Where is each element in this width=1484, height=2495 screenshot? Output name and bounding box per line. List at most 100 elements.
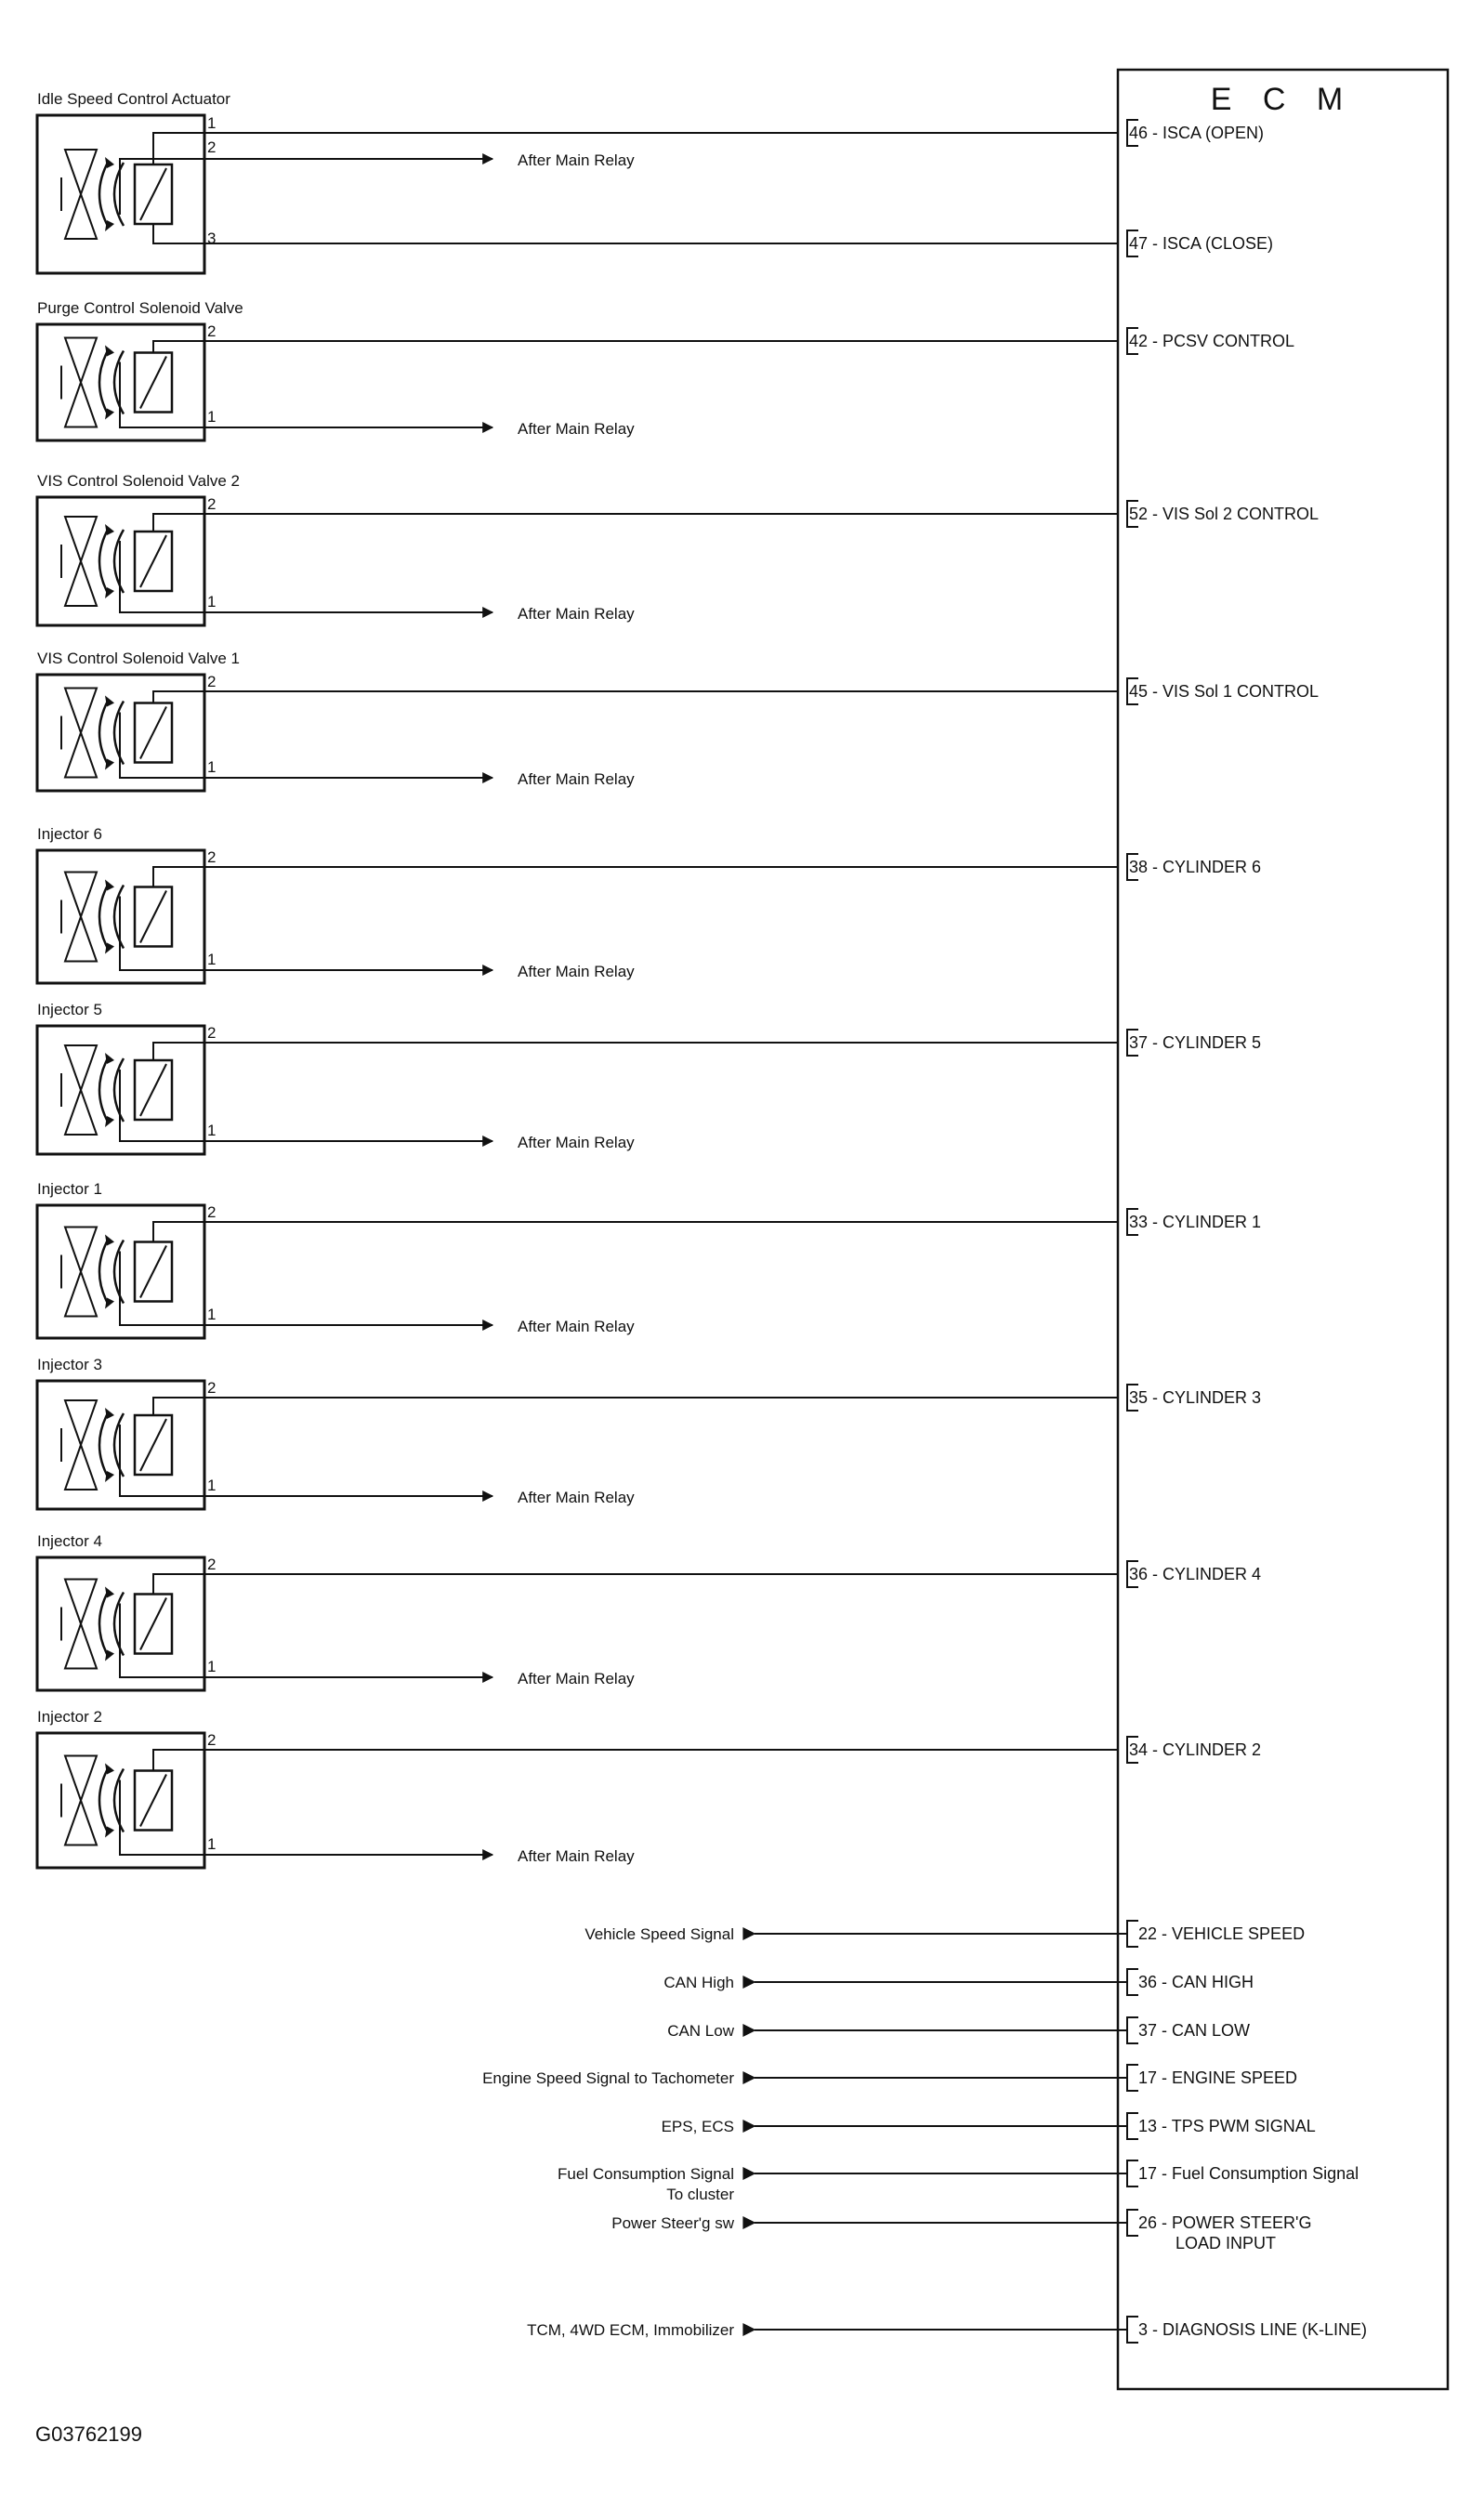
valve-triangle-bottom <box>63 1621 98 1670</box>
relay-label: After Main Relay <box>518 1670 635 1687</box>
wire-pin-1 <box>119 937 494 976</box>
relay-label: After Main Relay <box>518 1489 635 1506</box>
wire-pin-1 <box>119 402 494 433</box>
component-box <box>35 1379 206 1511</box>
arrow-tip-down <box>105 220 114 231</box>
signal-label: Vehicle Speed Signal <box>584 1925 734 1943</box>
wire-pin-1 <box>152 132 1118 164</box>
valve-triangle-bottom <box>63 729 98 779</box>
arrow-tip-down <box>105 1116 114 1127</box>
arrow-tip-down <box>105 1471 114 1482</box>
wire-pin-1 <box>119 1292 494 1331</box>
wire-pin-1 <box>119 1110 494 1147</box>
ecm-connector <box>1126 853 1138 881</box>
component-name: Injector 4 <box>37 1532 102 1550</box>
ecm-pin-label: 33 - CYLINDER 1 <box>1129 1213 1261 1231</box>
ecm-pin-label: 36 - CYLINDER 4 <box>1129 1565 1261 1583</box>
component-box <box>35 848 206 985</box>
pin-label: 2 <box>207 848 216 866</box>
valve-triangle-top <box>63 336 98 386</box>
valve-triangle-top <box>63 149 98 197</box>
relay-label: After Main Relay <box>518 1847 635 1865</box>
component-name: VIS Control Solenoid Valve 1 <box>37 650 240 667</box>
wire-pin-2 <box>152 1749 1118 1771</box>
component-name: Idle Speed Control Actuator <box>37 90 230 108</box>
signal-label: CAN Low <box>667 2022 735 2040</box>
ecm-pin-label: 38 - CYLINDER 6 <box>1129 858 1261 876</box>
motion-arrow-left <box>98 882 111 952</box>
arrow-tip-down <box>105 758 114 770</box>
wire-pin-2 <box>152 1397 1118 1415</box>
relay-label: After Main Relay <box>518 605 635 623</box>
ecm-pin-label: 34 - CYLINDER 2 <box>1129 1740 1261 1759</box>
arrow-tip-up <box>105 695 114 707</box>
ecm-connector <box>1126 2016 1138 2044</box>
signal-label: EPS, ECS <box>662 2118 734 2135</box>
ecm-title: E C M <box>1211 82 1354 117</box>
motion-arrow-left <box>98 348 111 417</box>
signal-label: TCM, 4WD ECM, Immobilizer <box>527 2321 734 2339</box>
valve-triangle-bottom <box>63 379 98 428</box>
pin-label: 1 <box>207 1835 216 1853</box>
ecm-connector <box>1126 2064 1138 2092</box>
arrow-tip-up <box>105 1234 114 1246</box>
component-box <box>35 1203 206 1340</box>
component-name: Injector 6 <box>37 825 102 843</box>
coil-diagonal <box>139 1774 167 1827</box>
valve-triangle-top <box>63 1399 98 1448</box>
signal-label: Engine Speed Signal to Tachometer <box>482 2069 734 2087</box>
ecm-connector <box>1126 230 1138 257</box>
ecm-connector <box>1126 1968 1138 1996</box>
arrow-tip-down <box>105 1826 114 1838</box>
wire-pin-2 <box>119 153 494 174</box>
valve-triangle-top <box>63 1044 98 1093</box>
arrow-tip-down <box>105 587 114 598</box>
pin-label: 2 <box>207 673 216 690</box>
arrow-tip-up <box>105 1408 114 1419</box>
arrow-tip-up <box>105 157 114 168</box>
relay-label: After Main Relay <box>518 963 635 980</box>
ecm-pin-label: 17 - Fuel Consumption Signal <box>1138 2164 1359 2183</box>
component-name: Injector 1 <box>37 1180 102 1198</box>
valve-triangle-top <box>63 871 98 920</box>
signal-label: CAN High <box>663 1974 734 1991</box>
ecm-connector <box>1126 2112 1138 2140</box>
pin-label: 1 <box>207 1477 216 1494</box>
pin-label: 3 <box>207 230 216 247</box>
pin-label: 2 <box>207 1556 216 1573</box>
pin-label: 2 <box>207 138 216 156</box>
pin-label: 2 <box>207 1731 216 1749</box>
valve-triangle-bottom <box>63 1797 98 1846</box>
arrow-tip-up <box>105 1586 114 1598</box>
valve-triangle-top <box>63 1226 98 1275</box>
wire-pin-1 <box>119 1465 494 1502</box>
coil-diagonal <box>139 890 167 943</box>
wire-pin-2 <box>152 1221 1118 1242</box>
component-name: Injector 3 <box>37 1356 102 1373</box>
pin-label: 1 <box>207 1658 216 1675</box>
component-name: Injector 5 <box>37 1001 102 1018</box>
arrow-tip-up <box>105 524 114 535</box>
coil-diagonal <box>139 356 167 409</box>
ecm-pin-label: 37 - CYLINDER 5 <box>1129 1033 1261 1052</box>
ecm-box <box>1116 68 1450 2391</box>
motion-arrow-left <box>98 527 111 596</box>
valve-triangle-bottom <box>63 1268 98 1318</box>
valve-triangle-bottom <box>63 558 98 607</box>
valve-triangle-top <box>63 516 98 564</box>
pin-label: 1 <box>207 1122 216 1139</box>
arrow-tip-up <box>105 345 114 357</box>
ecm-connector <box>1126 500 1138 528</box>
wire-pin-1 <box>119 753 494 783</box>
arrow-tip-down <box>105 942 114 954</box>
component-box <box>35 495 206 627</box>
ecm-pin-label: LOAD INPUT <box>1175 2234 1276 2252</box>
pin-label: 2 <box>207 322 216 340</box>
